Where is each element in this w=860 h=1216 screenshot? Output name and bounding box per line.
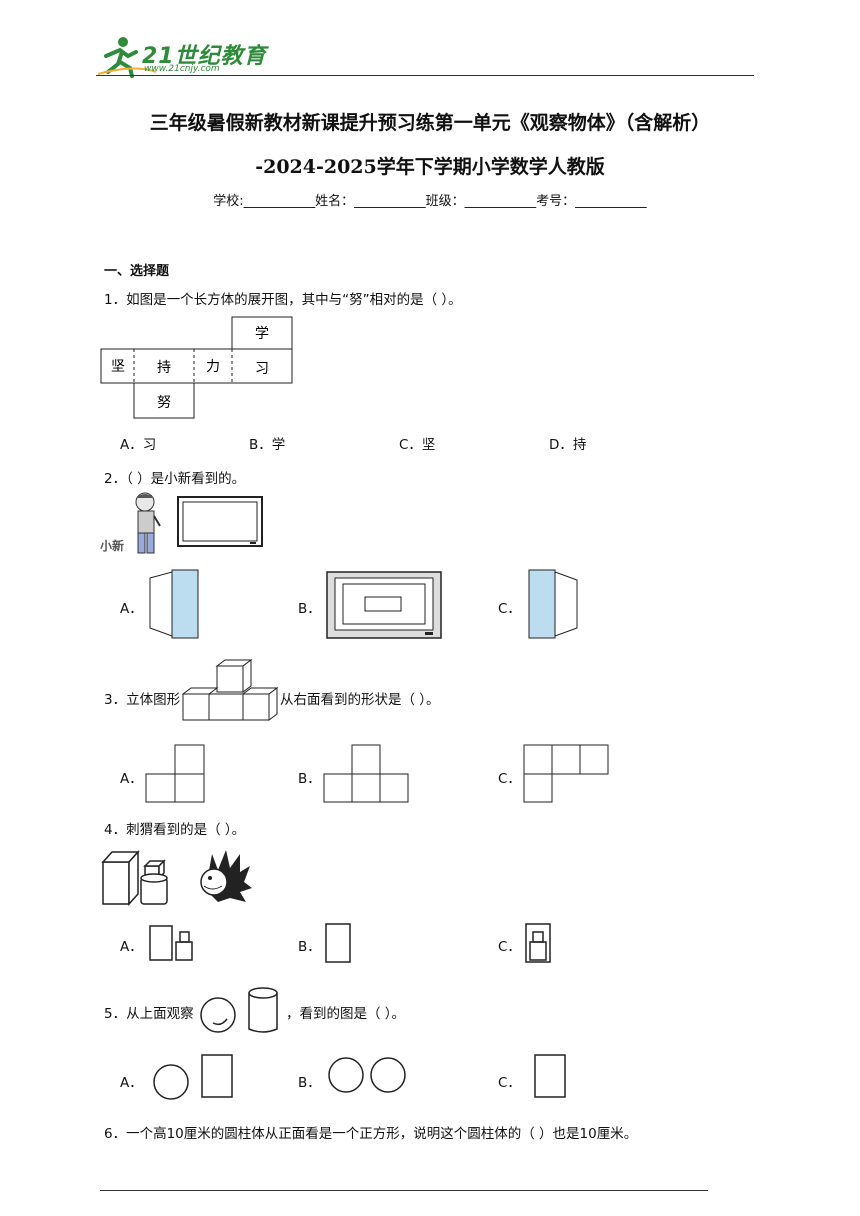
q1-option-d[interactable]: D．持 bbox=[549, 437, 587, 453]
q3-shape-a[interactable] bbox=[145, 744, 207, 804]
q4-shape-c[interactable] bbox=[524, 922, 554, 964]
header-divider bbox=[96, 75, 754, 76]
q4-option-c[interactable]: C． bbox=[498, 939, 521, 955]
q4-shape-a[interactable] bbox=[146, 924, 198, 964]
tv-side-left-icon[interactable] bbox=[146, 568, 202, 640]
net-label-jian: 坚 bbox=[111, 359, 125, 375]
sphere-cylinder-figure bbox=[200, 987, 278, 1033]
page-title-line1: 三年级暑假新教材新课提升预习练第一单元《观察物体》（含解析） bbox=[149, 112, 711, 134]
net-label-nu: 努 bbox=[157, 395, 171, 411]
footer-divider bbox=[100, 1190, 708, 1191]
q4-shape-b[interactable] bbox=[324, 922, 354, 964]
net-label-chi: 持 bbox=[157, 360, 171, 376]
question-2-stem: 2．（ ）是小新看到的。 bbox=[104, 471, 246, 487]
q4-option-a[interactable]: A． bbox=[120, 939, 143, 955]
q3-option-c[interactable]: C． bbox=[498, 771, 521, 787]
q1-option-c[interactable]: C．坚 bbox=[399, 437, 436, 453]
net-label-li: 力 bbox=[206, 359, 220, 375]
q5-shape-b[interactable] bbox=[327, 1056, 409, 1096]
net-label-xi: 习 bbox=[255, 361, 269, 377]
q2-option-c[interactable]: C． bbox=[498, 601, 521, 617]
boy-icon bbox=[135, 492, 161, 554]
student-info-line: 学校:___________姓名：___________班级：_________… bbox=[213, 194, 647, 209]
q2-option-a[interactable]: A． bbox=[120, 601, 143, 617]
q3-option-b[interactable]: B． bbox=[298, 771, 321, 787]
q3-shape-c[interactable] bbox=[523, 744, 611, 804]
tv-front-icon bbox=[177, 496, 263, 547]
question-5-stem-before: 5．从上面观察 bbox=[104, 1006, 194, 1022]
question-6-stem: 6．一个高10厘米的圆柱体从正面看是一个正方形，说明这个圆柱体的（ ）也是10厘… bbox=[104, 1126, 638, 1142]
cuboid-net-figure: 学 坚 持 力 习 努 bbox=[100, 316, 293, 419]
page-title-line2: -2024-2025学年下学期小学数学人教版 bbox=[255, 156, 605, 178]
q1-option-b[interactable]: B．学 bbox=[249, 437, 286, 453]
question-3-stem-before: 3．立体图形 bbox=[104, 692, 181, 708]
q4-option-b[interactable]: B． bbox=[298, 939, 321, 955]
section-title: 一、选择题 bbox=[104, 264, 170, 279]
cube-stack-figure bbox=[181, 659, 279, 721]
q5-option-b[interactable]: B． bbox=[298, 1075, 321, 1091]
q2-option-b[interactable]: B． bbox=[298, 601, 321, 617]
question-1-stem: 1．如图是一个长方体的展开图，其中与“努”相对的是（ ）。 bbox=[104, 292, 462, 308]
q5-option-c[interactable]: C． bbox=[498, 1075, 521, 1091]
q5-shape-c[interactable] bbox=[532, 1052, 568, 1100]
logo-icon bbox=[97, 37, 157, 78]
tv-side-right-icon[interactable] bbox=[525, 568, 583, 640]
question-4-stem: 4．刺猬看到的是（ ）。 bbox=[104, 822, 246, 838]
q5-shape-a[interactable] bbox=[152, 1052, 238, 1100]
person-label: 小新 bbox=[100, 538, 124, 553]
logo-text: 21世纪教育 bbox=[142, 44, 267, 69]
net-label-xue: 学 bbox=[255, 326, 269, 342]
question-3-stem-after: 从右面看到的形状是（ ）。 bbox=[280, 692, 440, 708]
hedgehog-scene-figure bbox=[101, 850, 252, 906]
tv-back-icon[interactable] bbox=[325, 570, 443, 640]
q5-option-a[interactable]: A． bbox=[120, 1075, 143, 1091]
boy-and-tv-figure: 小新 bbox=[100, 492, 263, 554]
q1-option-a[interactable]: A．习 bbox=[120, 437, 157, 453]
logo-url: www.21cnjy.com bbox=[144, 64, 220, 74]
question-5-stem-after: ，看到的图是（ ）。 bbox=[286, 1006, 406, 1022]
q3-option-a[interactable]: A． bbox=[120, 771, 143, 787]
q3-shape-b[interactable] bbox=[323, 744, 411, 804]
hedgehog-icon bbox=[200, 850, 252, 902]
